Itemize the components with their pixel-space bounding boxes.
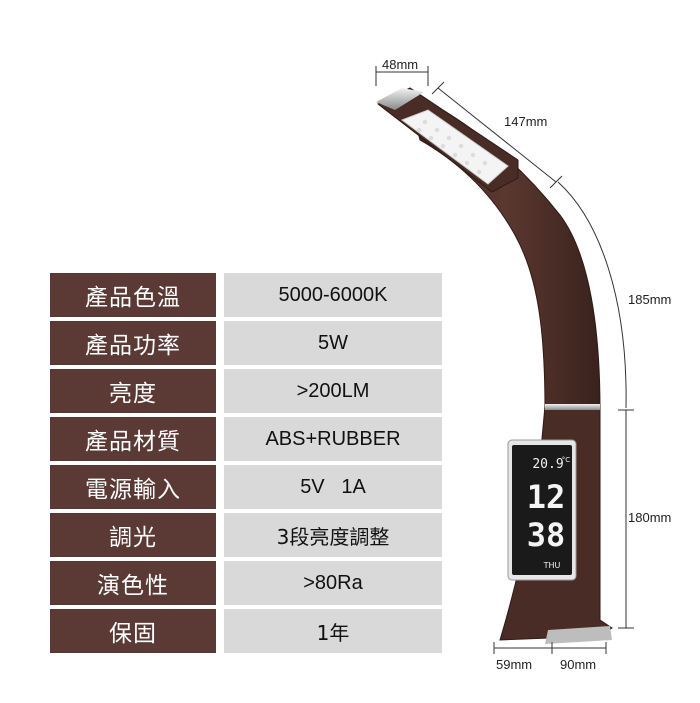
- spec-label: 保固: [50, 609, 216, 653]
- spec-value: >200LM: [224, 369, 442, 413]
- led-panel: [400, 109, 509, 185]
- spec-row-warranty: 保固 1年: [50, 609, 442, 653]
- dim-base-front: 59mm: [496, 657, 533, 672]
- base-chrome-bottom: [545, 626, 612, 644]
- spec-row-dimming: 調光 3段亮度調整: [50, 513, 442, 557]
- spec-label: 產品功率: [50, 321, 216, 365]
- spec-label: 產品材質: [50, 417, 216, 461]
- led-dots: [416, 119, 488, 175]
- spec-label: 亮度: [50, 369, 216, 413]
- spec-row-color-temp: 產品色溫 5000-6000K: [50, 273, 442, 317]
- spec-label: 電源輸入: [50, 465, 216, 509]
- spec-value: 3段亮度調整: [224, 513, 442, 557]
- lcd-minute: 38: [527, 516, 566, 554]
- lamp-head-chrome: [376, 88, 424, 110]
- spec-value: 5V 1A: [224, 465, 442, 509]
- spec-label: 演色性: [50, 561, 216, 605]
- spec-value: 5000-6000K: [224, 273, 442, 317]
- spec-row-brightness: 亮度 >200LM: [50, 369, 442, 413]
- lcd-temperature: 20.9: [532, 457, 563, 472]
- spec-value: >80Ra: [224, 561, 442, 605]
- lcd-hour: 12: [527, 478, 566, 516]
- dim-base-height: 180mm: [628, 510, 672, 525]
- dim-base-depth: 90mm: [560, 657, 597, 672]
- spec-value: 5W: [224, 321, 442, 365]
- lcd-screen: [512, 445, 572, 575]
- lcd-temp-unit: °C: [562, 456, 571, 464]
- spec-row-power: 產品功率 5W: [50, 321, 442, 365]
- spec-value: 1年: [224, 609, 442, 653]
- dim-head-width: 48mm: [382, 57, 419, 72]
- dim-head-length: 147mm: [504, 114, 548, 129]
- dim-neck-height: 185mm: [628, 292, 672, 307]
- lcd-day: THU: [543, 561, 561, 570]
- spec-row-cri: 演色性 >80Ra: [50, 561, 442, 605]
- spec-label: 調光: [50, 513, 216, 557]
- spec-value: ABS+RUBBER: [224, 417, 442, 461]
- base-chrome-top: [545, 404, 600, 410]
- spec-row-material: 產品材質 ABS+RUBBER: [50, 417, 442, 461]
- spec-label: 產品色溫: [50, 273, 216, 317]
- spec-row-power-input: 電源輸入 5V 1A: [50, 465, 442, 509]
- dimension-lines: [375, 66, 634, 654]
